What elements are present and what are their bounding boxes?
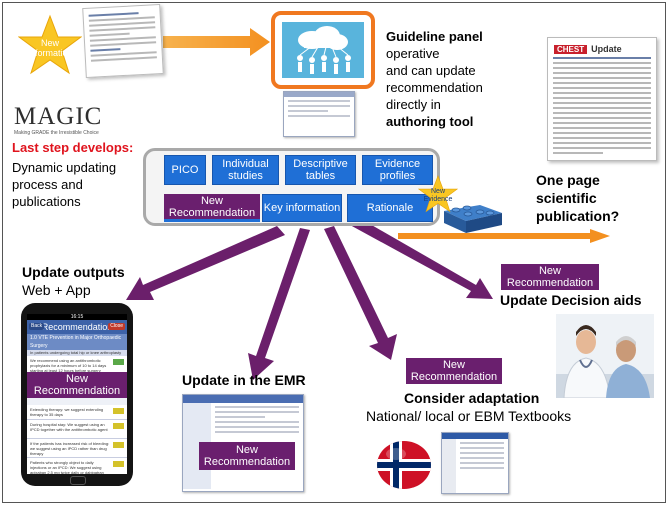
strong-tag bbox=[113, 359, 124, 365]
update-emr-title: Update in the EMR bbox=[182, 372, 306, 388]
star-icon bbox=[18, 14, 82, 75]
module-rationale: Rationale bbox=[347, 194, 433, 222]
panel-line: operative bbox=[386, 46, 440, 61]
figure-frame bbox=[2, 2, 666, 503]
cloud-people-icon bbox=[297, 26, 351, 74]
adaptation-sub: National/ local or EBM Textbooks bbox=[366, 408, 572, 424]
update-decision-aids-title: Update Decision aids bbox=[500, 292, 642, 308]
row-text: Patients who strongly object to daily in… bbox=[30, 460, 104, 474]
guideline-document-thumbnail bbox=[82, 4, 164, 78]
panel-line: directly in bbox=[386, 97, 441, 112]
guideline-panel-icon bbox=[282, 22, 364, 78]
magic-logo-text: MAGIC bbox=[14, 103, 103, 130]
row-text: If the patients has increased risk of bl… bbox=[30, 441, 110, 456]
arrow-to-outputs bbox=[126, 226, 285, 300]
arrow-to-decision-aids bbox=[350, 216, 493, 299]
new-information-star: New Information bbox=[18, 14, 82, 76]
one-page-line: scientific bbox=[536, 190, 597, 206]
new-evidence-star: New Evidence bbox=[418, 174, 458, 214]
weak-tag bbox=[113, 423, 124, 429]
module-individual-studies: Individual studies bbox=[212, 155, 279, 185]
desc-line: Dynamic updating bbox=[12, 160, 117, 175]
update-outputs-title: Update outputs bbox=[22, 264, 125, 280]
weak-tag bbox=[113, 442, 124, 448]
recommendation-row[interactable]: If the patients has increased risk of bl… bbox=[27, 439, 127, 458]
module-key-information: Key information bbox=[262, 194, 342, 222]
panel-title: Guideline panel bbox=[386, 29, 483, 44]
guideline-panel-box bbox=[271, 11, 375, 89]
row-text: Extending therapy: we suggest extending … bbox=[30, 407, 104, 417]
magic-tagline: Making GRADE the Irresistible Choice bbox=[14, 130, 99, 136]
norway-flag-icon bbox=[377, 441, 431, 489]
one-page-publication-text: One page scientific publication? bbox=[536, 171, 619, 225]
panel-line: and can update bbox=[386, 63, 476, 78]
emr-content bbox=[183, 403, 303, 489]
recommendation-row[interactable]: During hospital stay: We suggest using a… bbox=[27, 420, 127, 439]
one-page-line: One page bbox=[536, 172, 600, 188]
row-text: We recommend using an antithrombotic pro… bbox=[30, 358, 107, 373]
desc-line: process and bbox=[12, 177, 83, 192]
new-recommendation-label: New Recommendation bbox=[199, 442, 295, 470]
guideline-panel-text: Guideline panel operative and can update… bbox=[386, 28, 483, 130]
close-button[interactable]: Close bbox=[108, 323, 125, 330]
phone-subtitle: 1.0 VTE Prevention in Major Orthopaedic … bbox=[27, 334, 127, 350]
journal-page: CHEST Update bbox=[547, 37, 657, 161]
module-descriptive-tables: Descriptive tables bbox=[285, 155, 356, 185]
phone-row-header: In patients undergoing total hip or knee… bbox=[27, 350, 127, 356]
authoring-tool-screenshot bbox=[283, 91, 355, 137]
row-text: During hospital stay: We suggest using a… bbox=[30, 422, 108, 432]
magic-logo: MAGIC Making GRADE the Irresistible Choi… bbox=[14, 104, 134, 137]
weak-tag bbox=[113, 408, 124, 414]
arrow-to-emr bbox=[248, 228, 310, 380]
weak-tag bbox=[113, 461, 124, 467]
new-information-label: New Information bbox=[27, 38, 73, 58]
new-recommendation-label: New Recommendation bbox=[406, 358, 502, 384]
phone-nav-bar: Back Recommendation Close bbox=[27, 320, 127, 334]
last-step-heading: Last step develops: bbox=[12, 140, 134, 155]
arrow-to-adaptation bbox=[324, 226, 397, 360]
panel-line: recommendation bbox=[386, 80, 483, 95]
journal-name: CHEST bbox=[554, 44, 588, 54]
update-outputs-sub: Web + App bbox=[22, 282, 91, 298]
module-pico: PICO bbox=[164, 155, 206, 185]
new-recommendation-label: New Recommendation bbox=[27, 372, 127, 398]
journal-update: Update bbox=[591, 44, 622, 54]
authoring-tool-label: authoring tool bbox=[386, 114, 474, 129]
journal-masthead: CHEST Update bbox=[554, 44, 650, 54]
home-button bbox=[70, 476, 86, 485]
lego-brick-icon bbox=[444, 205, 502, 233]
recommendation-row[interactable]: Patients who strongly object to daily in… bbox=[27, 458, 127, 474]
arrow-to-publication bbox=[398, 229, 610, 243]
textbook-screenshot bbox=[441, 432, 509, 494]
consider-adaptation-title: Consider adaptation bbox=[404, 390, 540, 406]
back-button[interactable]: Back bbox=[29, 323, 45, 330]
arrow-to-panel bbox=[163, 28, 270, 56]
desc-line: publications bbox=[12, 194, 81, 209]
module-evidence-profiles: Evidence profiles bbox=[362, 155, 433, 185]
doctor-patient-photo bbox=[556, 314, 654, 398]
purple-arrows bbox=[126, 216, 493, 380]
module-new-recommendation: New Recommendation bbox=[164, 194, 260, 222]
star-icon bbox=[418, 174, 458, 213]
dynamic-updating-text: Dynamic updating process and publication… bbox=[12, 159, 116, 210]
recommendation-row[interactable]: Extending therapy: we suggest extending … bbox=[27, 405, 127, 420]
status-bar-time: 16:15 bbox=[27, 314, 127, 320]
new-recommendation-label: New Recommendation bbox=[501, 264, 599, 290]
new-evidence-label: New Evidence bbox=[423, 188, 453, 203]
one-page-line: publication? bbox=[536, 208, 620, 224]
phone-title: Recommendation bbox=[41, 322, 113, 332]
